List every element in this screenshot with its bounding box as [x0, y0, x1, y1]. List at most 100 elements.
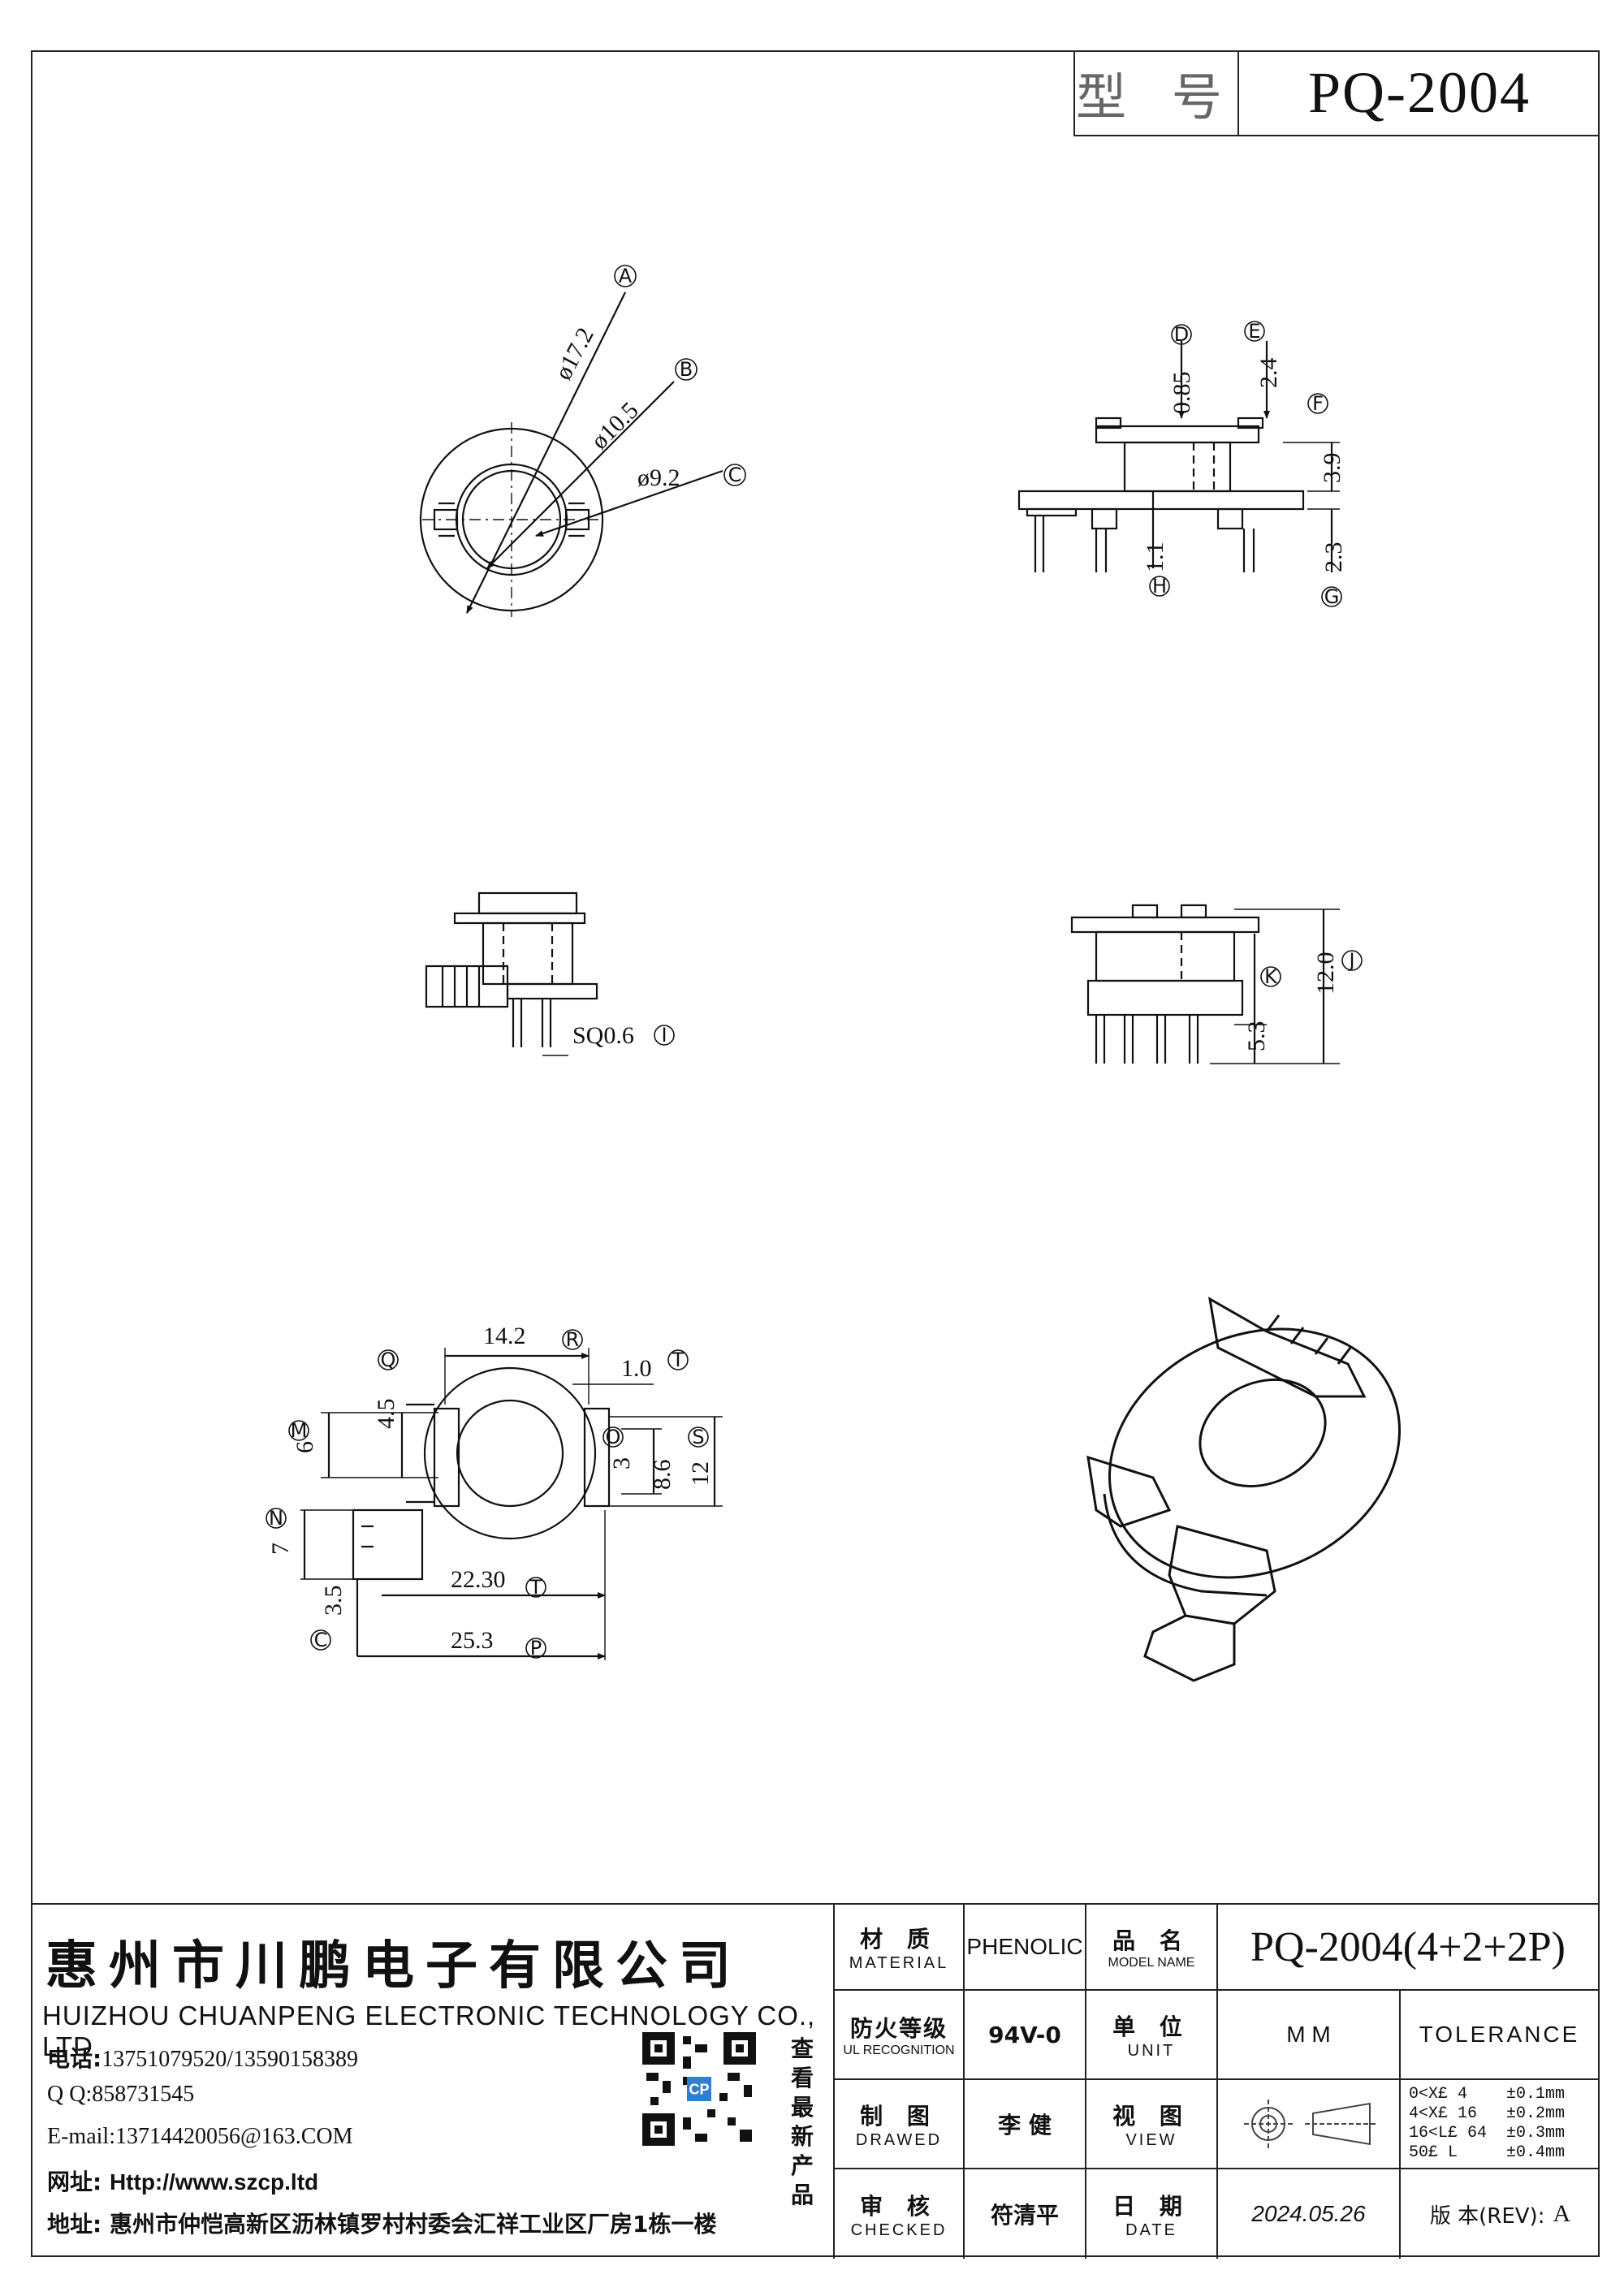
dim-c: ø9.2	[637, 464, 680, 491]
callout-bv-c: C	[314, 1629, 328, 1651]
dim-bv-7: 7	[267, 1543, 294, 1555]
callout-h: H	[1152, 575, 1167, 598]
model-header: 型 号 PQ-2004	[1073, 50, 1600, 136]
dim-bv-6: 6	[292, 1441, 318, 1453]
phone-number: 13751079520/13590158389	[102, 2047, 358, 2072]
projection-symbol-icon	[1243, 2100, 1378, 2148]
model-name-value-cell: PQ-2004(4+2+2P)	[1218, 1905, 1600, 1991]
dim-bv-22-30: 22.30	[451, 1566, 506, 1593]
material-value-cell: PHENOLIC	[965, 1905, 1086, 1991]
checked-cn: 审 核	[860, 2192, 938, 2220]
callout-bv-n: N	[269, 1507, 283, 1530]
vertical-promo: 查 看 最 新 产 品	[786, 2035, 818, 2210]
material-cn: 材 质	[860, 1925, 938, 1953]
drawn-value-cell: 李 健	[965, 2080, 1086, 2169]
dim-e: 2.4	[1255, 358, 1282, 389]
callout-e: E	[1248, 320, 1260, 343]
model-name-en: MODEL NAME	[1108, 1956, 1195, 1970]
checked-value: 符清平	[990, 2202, 1059, 2229]
dim-h: 1.1	[1142, 542, 1168, 573]
date-en: DATE	[1125, 2220, 1177, 2239]
qr-code[interactable]: CP	[638, 2028, 760, 2150]
isometric-view	[1086, 1297, 1402, 1682]
unit-cn: 单 位	[1112, 2013, 1190, 2040]
dim-j: 12.0	[1312, 952, 1339, 995]
date-value: 2024.05.26	[1251, 2201, 1366, 2226]
fire-value: 94V-0	[988, 2021, 1061, 2048]
callout-a: A	[619, 265, 633, 287]
tolerance-row: 0<X£ 4 ±0.1mm	[1409, 2085, 1566, 2104]
side-view	[1017, 341, 1340, 572]
material-value: PHENOLIC	[966, 1934, 1083, 1959]
tolerance-table: 0<X£ 4 ±0.1mm 4<X£ 16 ±0.2mm 16<L£ 64 ±0…	[1401, 2080, 1600, 2169]
promo-char: 产	[790, 2152, 814, 2179]
drawing-frame	[31, 50, 1600, 2257]
date-value-cell: 2024.05.26	[1218, 2169, 1401, 2259]
tolerance-row: 16<L£ 64 ±0.3mm	[1409, 2124, 1566, 2143]
address-text: 惠州市仲恺高新区沥林镇罗村村委会汇祥工业区厂房1栋一楼	[109, 2211, 717, 2238]
drawn-value: 李 健	[998, 2112, 1052, 2138]
view-label: 视 图 VIEW	[1086, 2080, 1218, 2169]
promo-char: 品	[790, 2182, 814, 2208]
drawn-en: DRAWED	[855, 2130, 943, 2149]
revision-label: 版 本(REV):	[1429, 2203, 1545, 2229]
callout-bv-m: M	[291, 1419, 308, 1442]
fire-cn: 防火等级	[849, 2015, 948, 2042]
model-label: 型 号	[1075, 50, 1239, 135]
callout-bv-t2: T	[529, 1576, 542, 1599]
tolerance-row: 4<X£ 16 ±0.2mm	[1409, 2104, 1566, 2123]
callout-k: K	[1264, 965, 1278, 988]
qq-line: Q Q:858731545	[47, 2082, 195, 2107]
company-name-cn: 惠州市川鹏电子有限公司	[45, 1936, 742, 1996]
projection-symbol-cell	[1218, 2080, 1401, 2169]
dim-f: 3.9	[1319, 453, 1345, 484]
dim-g: 2.3	[1320, 542, 1347, 573]
dim-a: ø17.2	[550, 323, 599, 384]
callout-c: C	[728, 464, 742, 486]
title-block: 惠州市川鹏电子有限公司 HUIZHOU CHUANPENG ELECTRONIC…	[31, 1903, 1600, 2259]
unit-value: M M	[1286, 2022, 1331, 2047]
tolerance-row: 50£ L ±0.4mm	[1409, 2143, 1566, 2162]
company-name-en: HUIZHOU CHUANPENG ELECTRONIC TECHNOLOGY …	[42, 2000, 816, 2061]
callout-f: F	[1312, 392, 1324, 415]
model-name-value: PQ-2004(4+2+2P)	[1250, 1923, 1566, 1970]
fire-label: 防火等级 UL RECOGNITION	[835, 1991, 965, 2080]
revision-cell: 版 本(REV): A	[1401, 2169, 1600, 2259]
phone-label: 电话:	[47, 2045, 102, 2072]
promo-char: 看	[790, 2065, 814, 2091]
revision-value: A	[1553, 2200, 1571, 2227]
web-label: 网址:	[47, 2169, 110, 2195]
qr-badge: CP	[689, 2082, 709, 2098]
dim-bv-3: 3	[608, 1457, 635, 1470]
email-line: E-mail:13714420056@163.COM	[47, 2124, 353, 2149]
dim-bv-3-5: 3.5	[320, 1586, 347, 1616]
date-cn: 日 期	[1112, 2192, 1190, 2220]
fire-en: UL RECOGNITION	[843, 2044, 955, 2057]
callout-bv-p: P	[530, 1637, 542, 1659]
company-info: 惠州市川鹏电子有限公司 HUIZHOU CHUANPENG ELECTRONIC…	[31, 1905, 835, 2259]
dim-d: 0.85	[1168, 372, 1195, 415]
callout-bv-q: Q	[381, 1349, 396, 1371]
bottom-view	[300, 1348, 723, 1660]
callout-j: J	[1347, 949, 1354, 972]
web-url[interactable]: Http://www.szcp.ltd	[109, 2169, 319, 2195]
front-view	[425, 891, 598, 1056]
drawn-label: 制 图 DRAWED	[835, 2080, 965, 2169]
dim-bv-12: 12	[687, 1461, 714, 1486]
dim-bv-14-2: 14.2	[483, 1323, 526, 1349]
dim-k: 5.3	[1243, 1021, 1270, 1052]
callout-bv-t: T	[672, 1349, 685, 1371]
promo-char: 查	[790, 2035, 814, 2062]
web-line[interactable]: 网址: Http://www.szcp.ltd	[47, 2164, 318, 2197]
promo-char: 新	[790, 2123, 814, 2150]
end-view	[1070, 904, 1340, 1064]
fire-value-cell: 94V-0	[965, 1991, 1086, 2080]
callout-bv-s: S	[692, 1426, 704, 1448]
dim-bv-25-3: 25.3	[451, 1627, 494, 1654]
checked-en: CHECKED	[850, 2220, 948, 2239]
tolerance-label: TOLERANCE	[1419, 2022, 1580, 2047]
address-label: 地址:	[47, 2211, 110, 2238]
callout-bv-r: R	[566, 1328, 580, 1351]
top-view	[419, 291, 723, 617]
